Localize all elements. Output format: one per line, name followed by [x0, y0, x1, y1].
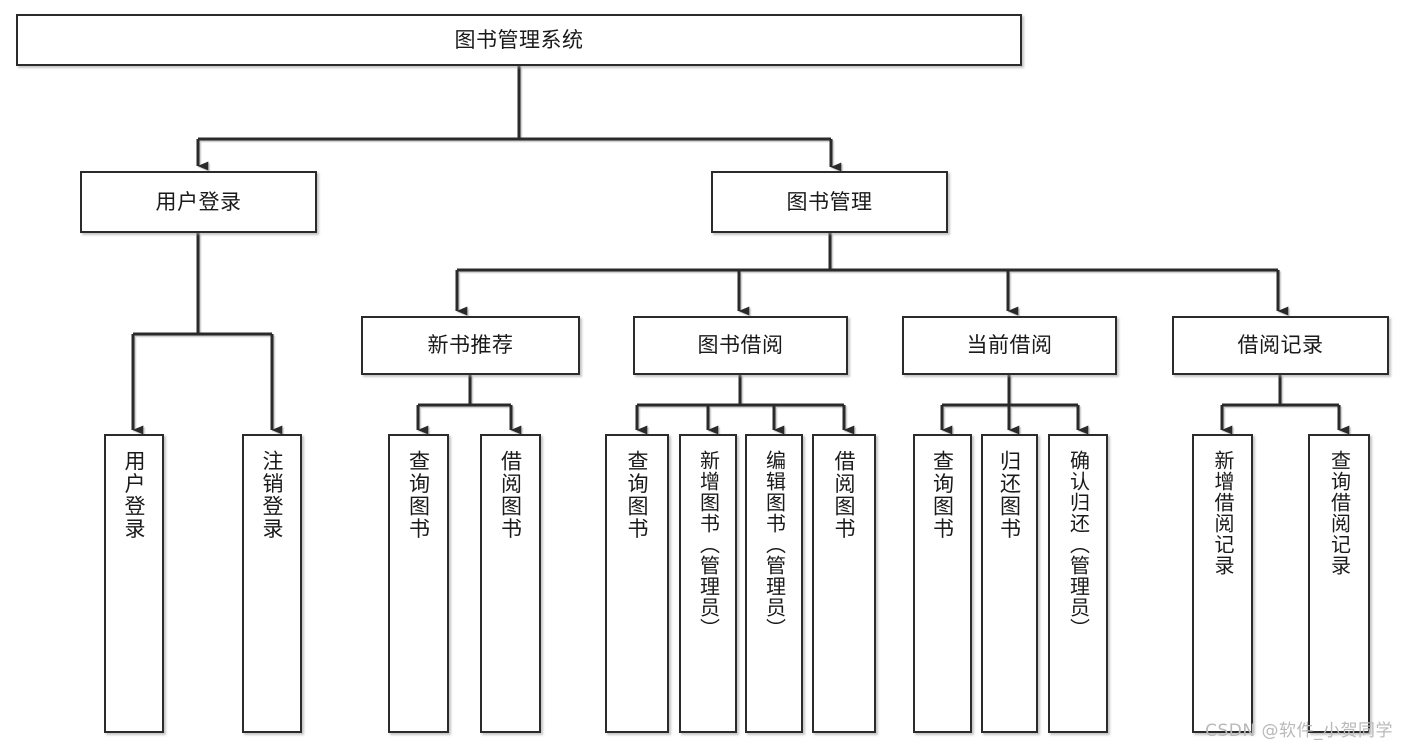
- node-leaf-edit-book-label: 编辑图书（管理员）: [762, 450, 787, 639]
- node-leaf-borrow-book-1-label: 借阅图书: [498, 450, 523, 540]
- node-borrow-record[interactable]: 借阅记录: [1172, 316, 1389, 375]
- csdn-watermark: CSDN @软件_小贺同学: [1205, 721, 1393, 741]
- node-leaf-query-book-3-label: 查询图书: [930, 450, 955, 540]
- node-current-borrow-label: 当前借阅: [966, 333, 1053, 358]
- node-leaf-borrow-book-2[interactable]: 借阅图书: [812, 434, 876, 733]
- node-leaf-add-record[interactable]: 新增借阅记录: [1192, 434, 1253, 733]
- node-leaf-user-login[interactable]: 用户登录: [104, 434, 164, 733]
- node-leaf-logout-label: 注销登录: [260, 450, 285, 540]
- node-leaf-query-record-label: 查询借阅记录: [1327, 450, 1352, 576]
- node-leaf-query-record[interactable]: 查询借阅记录: [1308, 434, 1370, 733]
- node-current-borrow[interactable]: 当前借阅: [902, 316, 1117, 375]
- node-book-borrow-label: 图书借阅: [697, 333, 784, 358]
- node-root[interactable]: 图书管理系统: [16, 14, 1022, 66]
- node-new-book-rec-label: 新书推荐: [427, 333, 514, 358]
- node-leaf-add-book-label: 新增图书（管理员）: [696, 450, 721, 639]
- node-book-manage-label: 图书管理: [786, 189, 873, 214]
- node-leaf-return-book[interactable]: 归还图书: [981, 434, 1038, 733]
- node-leaf-query-book-2-label: 查询图书: [625, 450, 650, 540]
- node-leaf-confirm-return-label: 确认归还（管理员）: [1066, 450, 1091, 639]
- node-leaf-query-book-1-label: 查询图书: [406, 450, 431, 540]
- node-leaf-edit-book[interactable]: 编辑图书（管理员）: [745, 434, 803, 733]
- node-leaf-borrow-book-2-label: 借阅图书: [832, 450, 857, 540]
- node-root-label: 图书管理系统: [454, 27, 584, 52]
- node-book-manage[interactable]: 图书管理: [711, 171, 948, 233]
- node-leaf-query-book-1[interactable]: 查询图书: [388, 434, 449, 733]
- node-user-login[interactable]: 用户登录: [80, 171, 317, 233]
- node-leaf-add-record-label: 新增借阅记录: [1211, 450, 1235, 576]
- node-borrow-record-label: 借阅记录: [1237, 333, 1324, 358]
- node-user-login-label: 用户登录: [155, 189, 242, 214]
- node-leaf-add-book[interactable]: 新增图书（管理员）: [679, 434, 737, 733]
- node-book-borrow[interactable]: 图书借阅: [633, 316, 848, 375]
- node-leaf-confirm-return[interactable]: 确认归还（管理员）: [1048, 434, 1108, 733]
- node-leaf-user-login-label: 用户登录: [122, 450, 147, 540]
- node-leaf-query-book-2[interactable]: 查询图书: [605, 434, 669, 733]
- node-leaf-return-book-label: 归还图书: [997, 450, 1022, 540]
- node-leaf-query-book-3[interactable]: 查询图书: [913, 434, 972, 733]
- node-leaf-logout[interactable]: 注销登录: [242, 434, 302, 733]
- node-leaf-borrow-book-1[interactable]: 借阅图书: [480, 434, 541, 733]
- node-new-book-rec[interactable]: 新书推荐: [361, 316, 580, 375]
